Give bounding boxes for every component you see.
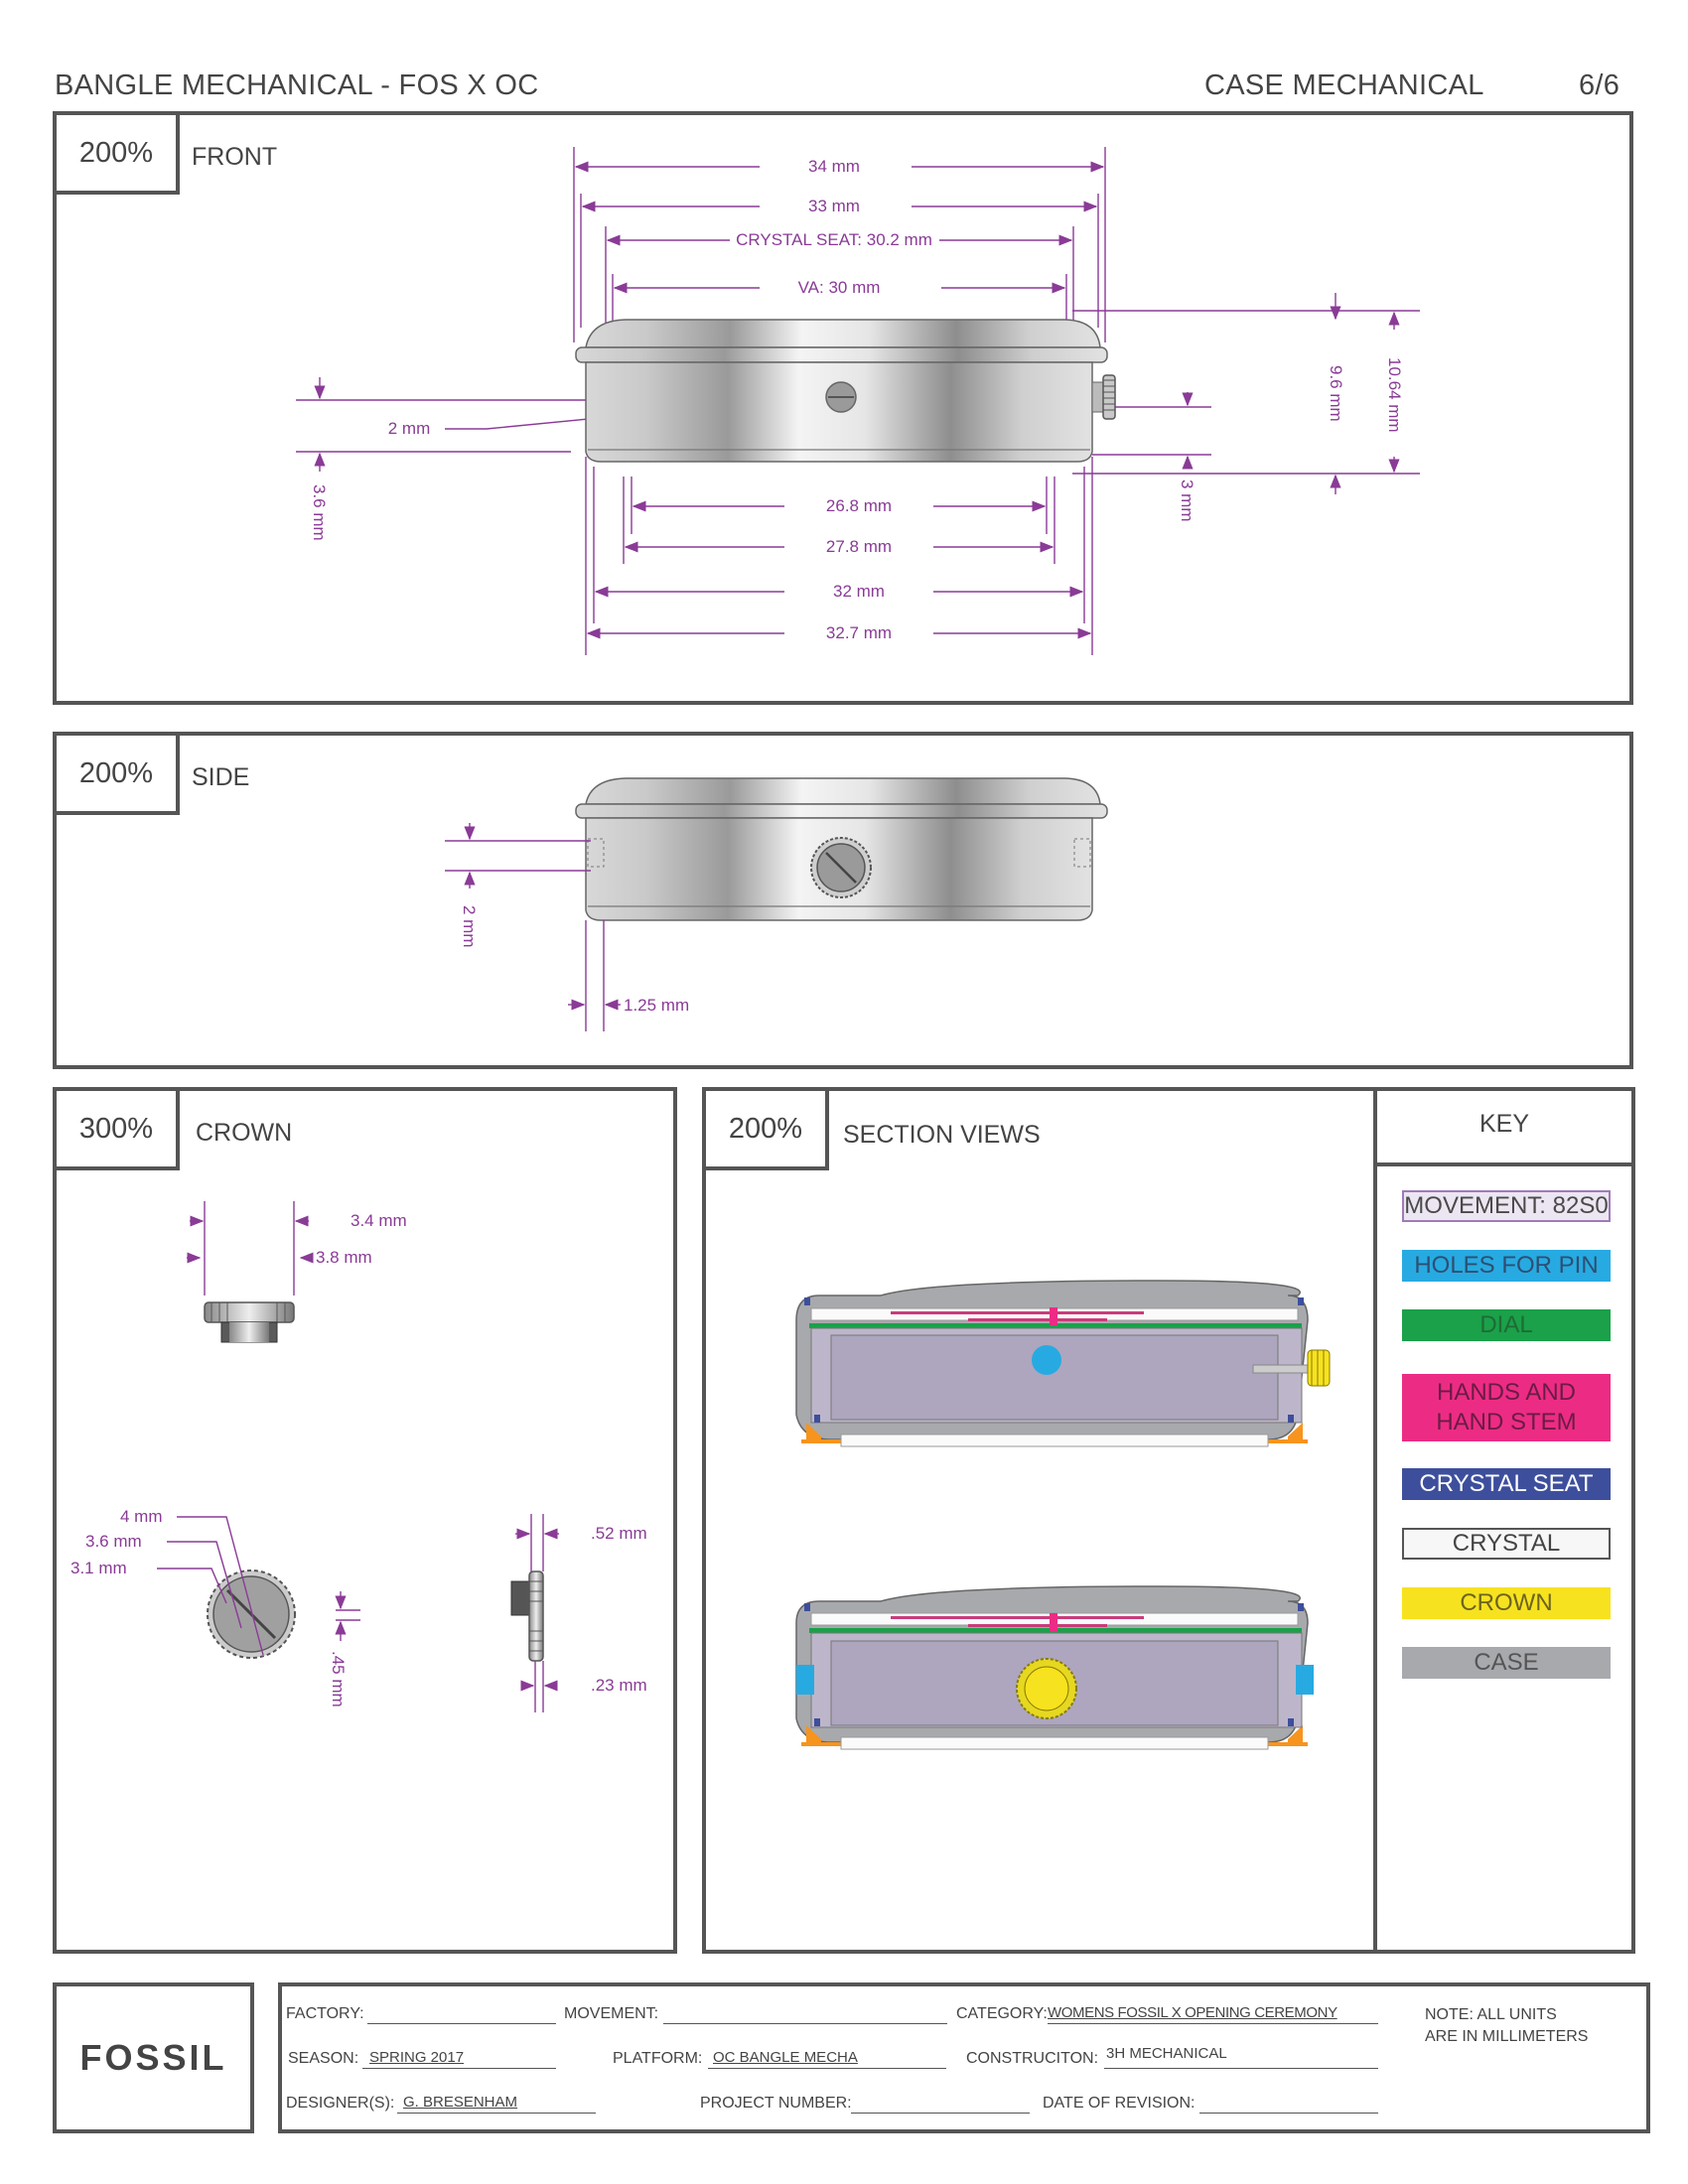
side-label: SIDE: [192, 763, 250, 791]
designer-field[interactable]: [397, 2113, 596, 2114]
crown-dim-052: .52 mm: [591, 1524, 647, 1543]
fossil-logo: FOSSIL: [79, 2037, 227, 2078]
crown-profile-view: [510, 1570, 544, 1662]
platform-value: OC BANGLE MECHA: [713, 2049, 858, 2066]
note-line-1: NOTE: ALL UNITS: [1425, 2006, 1557, 2023]
key-divider: [1373, 1087, 1377, 1954]
dim-crystal-seat: CRYSTAL SEAT: 30.2 mm: [736, 230, 932, 249]
dim-3: 3 mm: [1178, 479, 1196, 522]
movement-label: MOVEMENT:: [564, 2005, 659, 2022]
sheet-title: BANGLE MECHANICAL - FOS X OC: [55, 69, 539, 101]
construction-value: 3H MECHANICAL: [1106, 2045, 1227, 2062]
front-case: [575, 319, 1116, 463]
dim-32: 32 mm: [833, 582, 885, 601]
crown-panel: 300% CROWN: [53, 1087, 677, 1954]
platform-field[interactable]: [708, 2068, 946, 2069]
front-drawing: 34 mm 33 mm CRYSTAL SEAT: 30.2 mm VA: 30…: [296, 147, 1420, 655]
dim-3-6: 3.6 mm: [310, 484, 329, 541]
dim-2mm: 2 mm: [388, 419, 431, 438]
key-item-crystal: CRYSTAL: [1402, 1528, 1611, 1560]
movement-field[interactable]: [663, 2023, 947, 2024]
crown-dim-023: .23 mm: [591, 1676, 647, 1695]
crown-dim-3-4: 3.4 mm: [351, 1211, 407, 1230]
season-label: SEASON:: [288, 2050, 359, 2067]
category-label: CATEGORY:: [956, 2005, 1048, 2022]
designer-label: DESIGNER(S):: [286, 2095, 395, 2112]
construction-label: CONSTRUCITON:: [966, 2050, 1099, 2067]
section-label: SECTION VIEWS: [843, 1121, 1041, 1149]
project-label: PROJECT NUMBER:: [700, 2095, 852, 2112]
construction-field[interactable]: [1104, 2068, 1378, 2069]
key-item-movement-82s0: MOVEMENT: 82S0: [1402, 1190, 1611, 1222]
side-scale: 200%: [53, 732, 180, 815]
dim-34: 34 mm: [808, 157, 860, 176]
side-dim-1-25: 1.25 mm: [624, 996, 689, 1015]
dim-33: 33 mm: [808, 197, 860, 215]
revision-field[interactable]: [1199, 2113, 1378, 2114]
crown-side-view: [204, 1301, 295, 1343]
section-view-top: [795, 1280, 1331, 1447]
crown-dim-3-6: 3.6 mm: [85, 1532, 142, 1551]
key-item-dial: DIAL: [1402, 1309, 1611, 1341]
section-drawing: [795, 1280, 1331, 1750]
project-field[interactable]: [851, 2113, 1030, 2114]
crown-dim-4: 4 mm: [120, 1507, 163, 1526]
designer-value: G. BRESENHAM: [403, 2094, 518, 2111]
crown-drawing: 3.4 mm 3.8 mm 4 mm 3.6 mm 3.1 mm .45 mm: [70, 1201, 647, 1712]
crown-dim-3-1: 3.1 mm: [70, 1559, 127, 1577]
front-label: FRONT: [192, 143, 278, 171]
key-item-holes-for-pin: HOLES FOR PIN: [1402, 1250, 1611, 1282]
factory-label: FACTORY:: [286, 2005, 364, 2022]
crown-dim-3-8: 3.8 mm: [316, 1248, 372, 1267]
dim-26-8: 26.8 mm: [826, 496, 892, 515]
side-drawing: 2 mm 1.25 mm: [445, 777, 1108, 1031]
dim-va: VA: 30 mm: [798, 278, 881, 297]
front-scale: 200%: [53, 111, 180, 195]
season-field[interactable]: [362, 2068, 556, 2069]
crown-front-view: [207, 1570, 296, 1659]
key-item-crystal-seat: CRYSTAL SEAT: [1402, 1468, 1611, 1500]
crown-scale: 300%: [53, 1087, 180, 1170]
section-title: CASE MECHANICAL: [1204, 69, 1484, 101]
dim-9-6: 9.6 mm: [1327, 365, 1345, 422]
front-panel: 200% FRONT: [53, 111, 1633, 705]
key-item-crown: CROWN: [1402, 1587, 1611, 1619]
title-block: [278, 1982, 1650, 2133]
factory-field[interactable]: [367, 2023, 556, 2024]
key-title: KEY: [1478, 1110, 1530, 1138]
season-value: SPRING 2017: [369, 2049, 465, 2066]
category-value: WOMENS FOSSIL X OPENING CEREMONY: [1048, 2004, 1337, 2021]
section-view-bottom: [795, 1585, 1314, 1750]
logo-box: FOSSIL: [53, 1982, 254, 2133]
crown-label: CROWN: [196, 1119, 293, 1147]
note-line-2: ARE IN MILLIMETERS: [1425, 2028, 1589, 2045]
revision-label: DATE OF REVISION:: [1043, 2095, 1196, 2112]
side-case: [575, 777, 1108, 921]
category-field[interactable]: [1048, 2023, 1378, 2024]
dim-10-64: 10.64 mm: [1385, 357, 1404, 433]
crown-dim-045: .45 mm: [329, 1651, 348, 1707]
platform-label: PLATFORM:: [613, 2050, 703, 2067]
key-item-case: CASE: [1402, 1647, 1611, 1679]
section-panel: 200% SECTION VIEWS: [702, 1087, 1635, 1954]
section-scale: 200%: [702, 1087, 829, 1170]
dim-32-7: 32.7 mm: [826, 623, 892, 642]
dim-27-8: 27.8 mm: [826, 537, 892, 556]
side-dim-2: 2 mm: [460, 905, 479, 948]
page-number: 6/6: [1579, 69, 1620, 101]
key-header-divider: [1373, 1162, 1635, 1166]
key-item-hands-and-hand-stem: HANDS AND HAND STEM: [1402, 1374, 1611, 1441]
